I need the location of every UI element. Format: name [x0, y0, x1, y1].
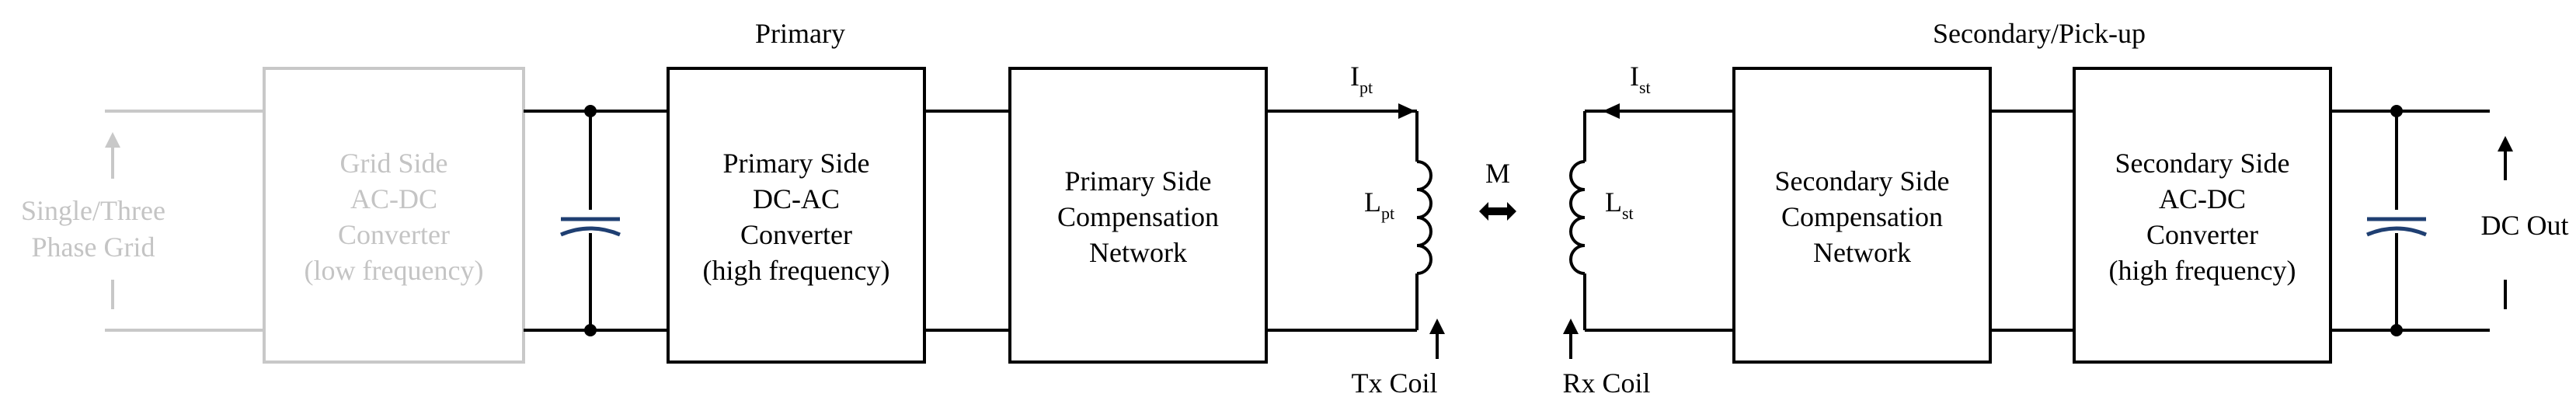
rx-coil-label: Rx Coil [1562, 367, 1650, 399]
grid-side-converter: Grid Side AC-DC Converter (low frequency… [263, 67, 525, 364]
secondary-acdc-converter: Secondary Side AC-DC Converter (high fre… [2073, 67, 2332, 364]
secondary-comp-line1: Secondary Side [1775, 165, 1950, 197]
ipt-label: Ipt [1350, 61, 1373, 97]
secondary-compensation-network: Secondary Side Compensation Network [1732, 67, 1992, 364]
ipt-sub: pt [1359, 78, 1373, 97]
secondary-acdc-line4: (high frequency) [2109, 255, 2296, 286]
primary-comp-line2: Compensation [1057, 201, 1219, 232]
rx-coil-inductor [1569, 160, 1586, 275]
dc-out-label: DC Out [2480, 210, 2568, 241]
dc-link-capacitor-plate-bottom [560, 226, 621, 237]
grid-input-group: Single/Three Phase Grid [21, 110, 264, 332]
ipt-arrowhead [1398, 103, 1415, 119]
ipt-main: I [1350, 61, 1359, 92]
primary-dc-link [524, 105, 668, 336]
secondary-comp-box [1732, 67, 1992, 364]
secondary-comp-line3: Network [1813, 237, 1911, 268]
output-capacitor-plate-bottom [2366, 226, 2427, 237]
grid-input-label-line1: Single/Three [21, 195, 165, 226]
lst-main: L [1605, 186, 1622, 218]
grid-input-label-line2: Phase Grid [32, 232, 155, 263]
lpt-label: Lpt [1364, 186, 1394, 223]
primary-compensation-network: Primary Side Compensation Network [1008, 67, 1268, 364]
lpt-main: L [1364, 186, 1381, 218]
ist-sub: st [1639, 78, 1651, 97]
secondary-comp-line2: Compensation [1781, 201, 1943, 232]
ist-arrowhead [1603, 103, 1620, 119]
mutual-inductance: M [1479, 158, 1516, 221]
primary-dcac-converter: Primary Side DC-AC Converter (high frequ… [667, 67, 926, 364]
lst-sub: st [1622, 204, 1634, 223]
tx-coil-pointer-head [1429, 319, 1445, 334]
output-junction-top [2390, 105, 2403, 117]
output-junction-bottom [2390, 324, 2403, 336]
secondary-section-title: Secondary/Pick-up [1933, 18, 2146, 49]
grid-side-line4: (low frequency) [305, 255, 484, 286]
tx-coil-inductor [1416, 160, 1432, 275]
mutual-double-arrow [1479, 202, 1516, 221]
mutual-label: M [1485, 158, 1510, 189]
grid-input-arrowhead-up [105, 132, 120, 148]
ist-main: I [1630, 61, 1639, 92]
primary-dcac-line2: DC-AC [753, 183, 840, 214]
primary-comp-line3: Network [1089, 237, 1187, 268]
secondary-acdc-line2: AC-DC [2159, 183, 2246, 214]
lpt-sub: pt [1381, 204, 1394, 223]
secondary-acdc-box [2073, 67, 2332, 364]
primary-comp-line1: Primary Side [1065, 165, 1212, 197]
primary-dcac-box [667, 67, 926, 364]
primary-dcac-line4: (high frequency) [703, 255, 890, 286]
lst-label: Lst [1605, 186, 1634, 223]
tx-coil-label: Tx Coil [1351, 367, 1437, 399]
grid-side-converter-box [263, 67, 525, 364]
grid-side-line3: Converter [338, 219, 450, 250]
secondary-acdc-line3: Converter [2146, 219, 2258, 250]
primary-comp-box [1008, 67, 1268, 364]
dc-link-junction-top [584, 105, 597, 117]
output-dc-link: DC Out [2331, 105, 2569, 336]
grid-side-line1: Grid Side [340, 148, 448, 179]
primary-dcac-line3: Converter [740, 219, 852, 250]
ist-label: Ist [1630, 61, 1651, 97]
rx-coil-group: Ist Lst Rx Coil [1562, 61, 1734, 399]
dc-link-junction-bottom [584, 324, 597, 336]
primary-section-title: Primary [755, 18, 845, 49]
dc-out-arrowhead [2498, 136, 2513, 152]
rx-coil-pointer-head [1563, 319, 1579, 334]
tx-coil-group: Ipt Lpt Tx Coil [1266, 61, 1445, 399]
primary-dcac-line1: Primary Side [723, 148, 870, 179]
secondary-acdc-line1: Secondary Side [2115, 148, 2290, 179]
grid-side-line2: AC-DC [350, 183, 437, 214]
